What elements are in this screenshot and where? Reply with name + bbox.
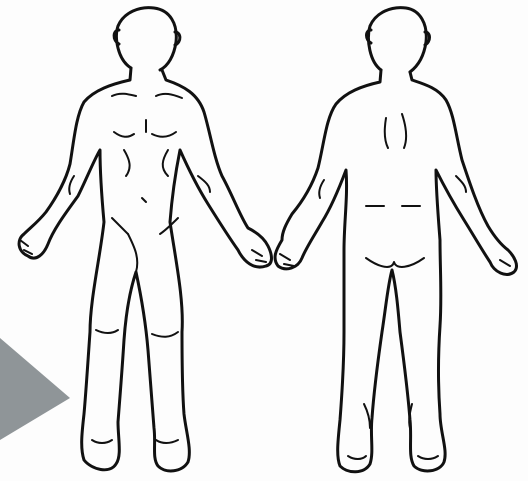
front-rib-right [163, 150, 168, 176]
front-clavicle-left [112, 94, 136, 96]
back-heel-right [418, 456, 438, 459]
back-calf-left [364, 404, 370, 428]
front-ankle-right [156, 440, 178, 443]
front-knee-right [152, 332, 178, 337]
back-elbow-left [319, 180, 324, 198]
front-chest-line-left [114, 132, 134, 137]
front-clavicle-right [156, 94, 182, 98]
front-elbow-left [69, 176, 74, 194]
front-knee-left [96, 330, 118, 333]
front-ankle-left [92, 440, 112, 443]
back-hand-left-fingers [280, 254, 294, 266]
back-elbow-right [456, 176, 466, 192]
front-chest-line-right [152, 132, 176, 137]
back-hand-right-fingers [500, 260, 510, 266]
front-hip-left [112, 218, 128, 234]
back-head [368, 8, 426, 72]
back-buttock-line [366, 258, 424, 267]
back-figure [275, 8, 516, 472]
pointer-arrow [0, 338, 70, 440]
back-body-outline [275, 70, 516, 472]
back-scapula-right [402, 114, 406, 148]
front-rib-left [124, 150, 130, 176]
front-navel [142, 198, 146, 202]
front-head [117, 8, 177, 70]
back-scapula-left [385, 118, 388, 148]
back-heel-left [348, 456, 366, 459]
front-hand-right-fingers [252, 250, 266, 262]
front-groin [128, 234, 137, 272]
